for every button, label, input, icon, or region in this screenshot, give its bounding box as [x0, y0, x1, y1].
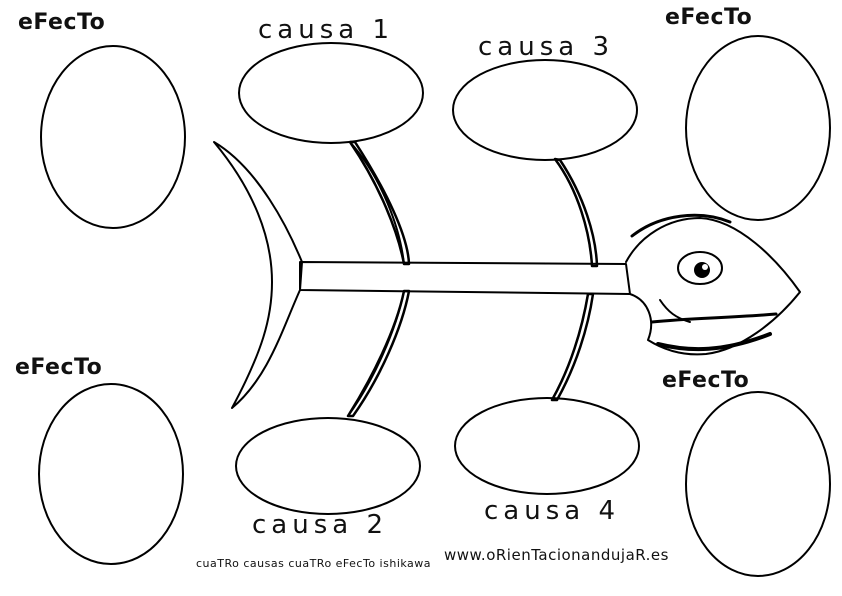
- fish-head: [625, 217, 801, 356]
- fish-lip: [656, 332, 772, 352]
- fish-head-outline: [630, 213, 732, 238]
- rib-lower-left-outline: [346, 289, 411, 418]
- fish-pupil: [694, 262, 710, 278]
- cause-label-1: causa 1: [258, 15, 394, 45]
- fish-spine: [299, 261, 631, 295]
- fish-tail: [213, 141, 303, 409]
- cause-label-3: causa 3: [478, 32, 614, 62]
- footer-caption: cuaTRo causas cuaTRo eFecTo ishikawa: [196, 557, 432, 570]
- fish-cheek: [659, 299, 691, 323]
- cause-label-2: causa 2: [252, 510, 388, 540]
- rib-upper-right-outline: [553, 157, 599, 268]
- effect-label-bottom-right: eFecTo: [662, 368, 750, 393]
- cause-oval-3: [452, 59, 638, 161]
- cause-oval-4: [454, 397, 640, 495]
- effect-oval-bottom-left: [38, 383, 184, 565]
- effect-label-bottom-left: eFecTo: [15, 355, 103, 380]
- effect-label-top-left: eFecTo: [18, 10, 106, 35]
- rib-upper-left: [349, 141, 405, 265]
- effect-oval-top-right: [685, 35, 831, 221]
- cause-oval-1: [238, 42, 424, 144]
- fish-mouth: [650, 312, 778, 324]
- fish-eye: [677, 251, 723, 285]
- rib-lower-right-outline: [550, 292, 595, 402]
- effect-label-top-right: eFecTo: [665, 5, 753, 30]
- effect-oval-bottom-right: [685, 391, 831, 577]
- rib-upper-left-outline: [348, 140, 411, 266]
- fish-eye-highlight: [702, 264, 708, 270]
- rib-lower-right: [551, 293, 589, 401]
- cause-oval-2: [235, 417, 421, 515]
- cause-label-4: causa 4: [484, 496, 620, 526]
- effect-oval-top-left: [40, 45, 186, 229]
- rib-lower-left: [347, 290, 405, 417]
- footer-website: www.oRienTacionandujaR.es: [444, 546, 669, 564]
